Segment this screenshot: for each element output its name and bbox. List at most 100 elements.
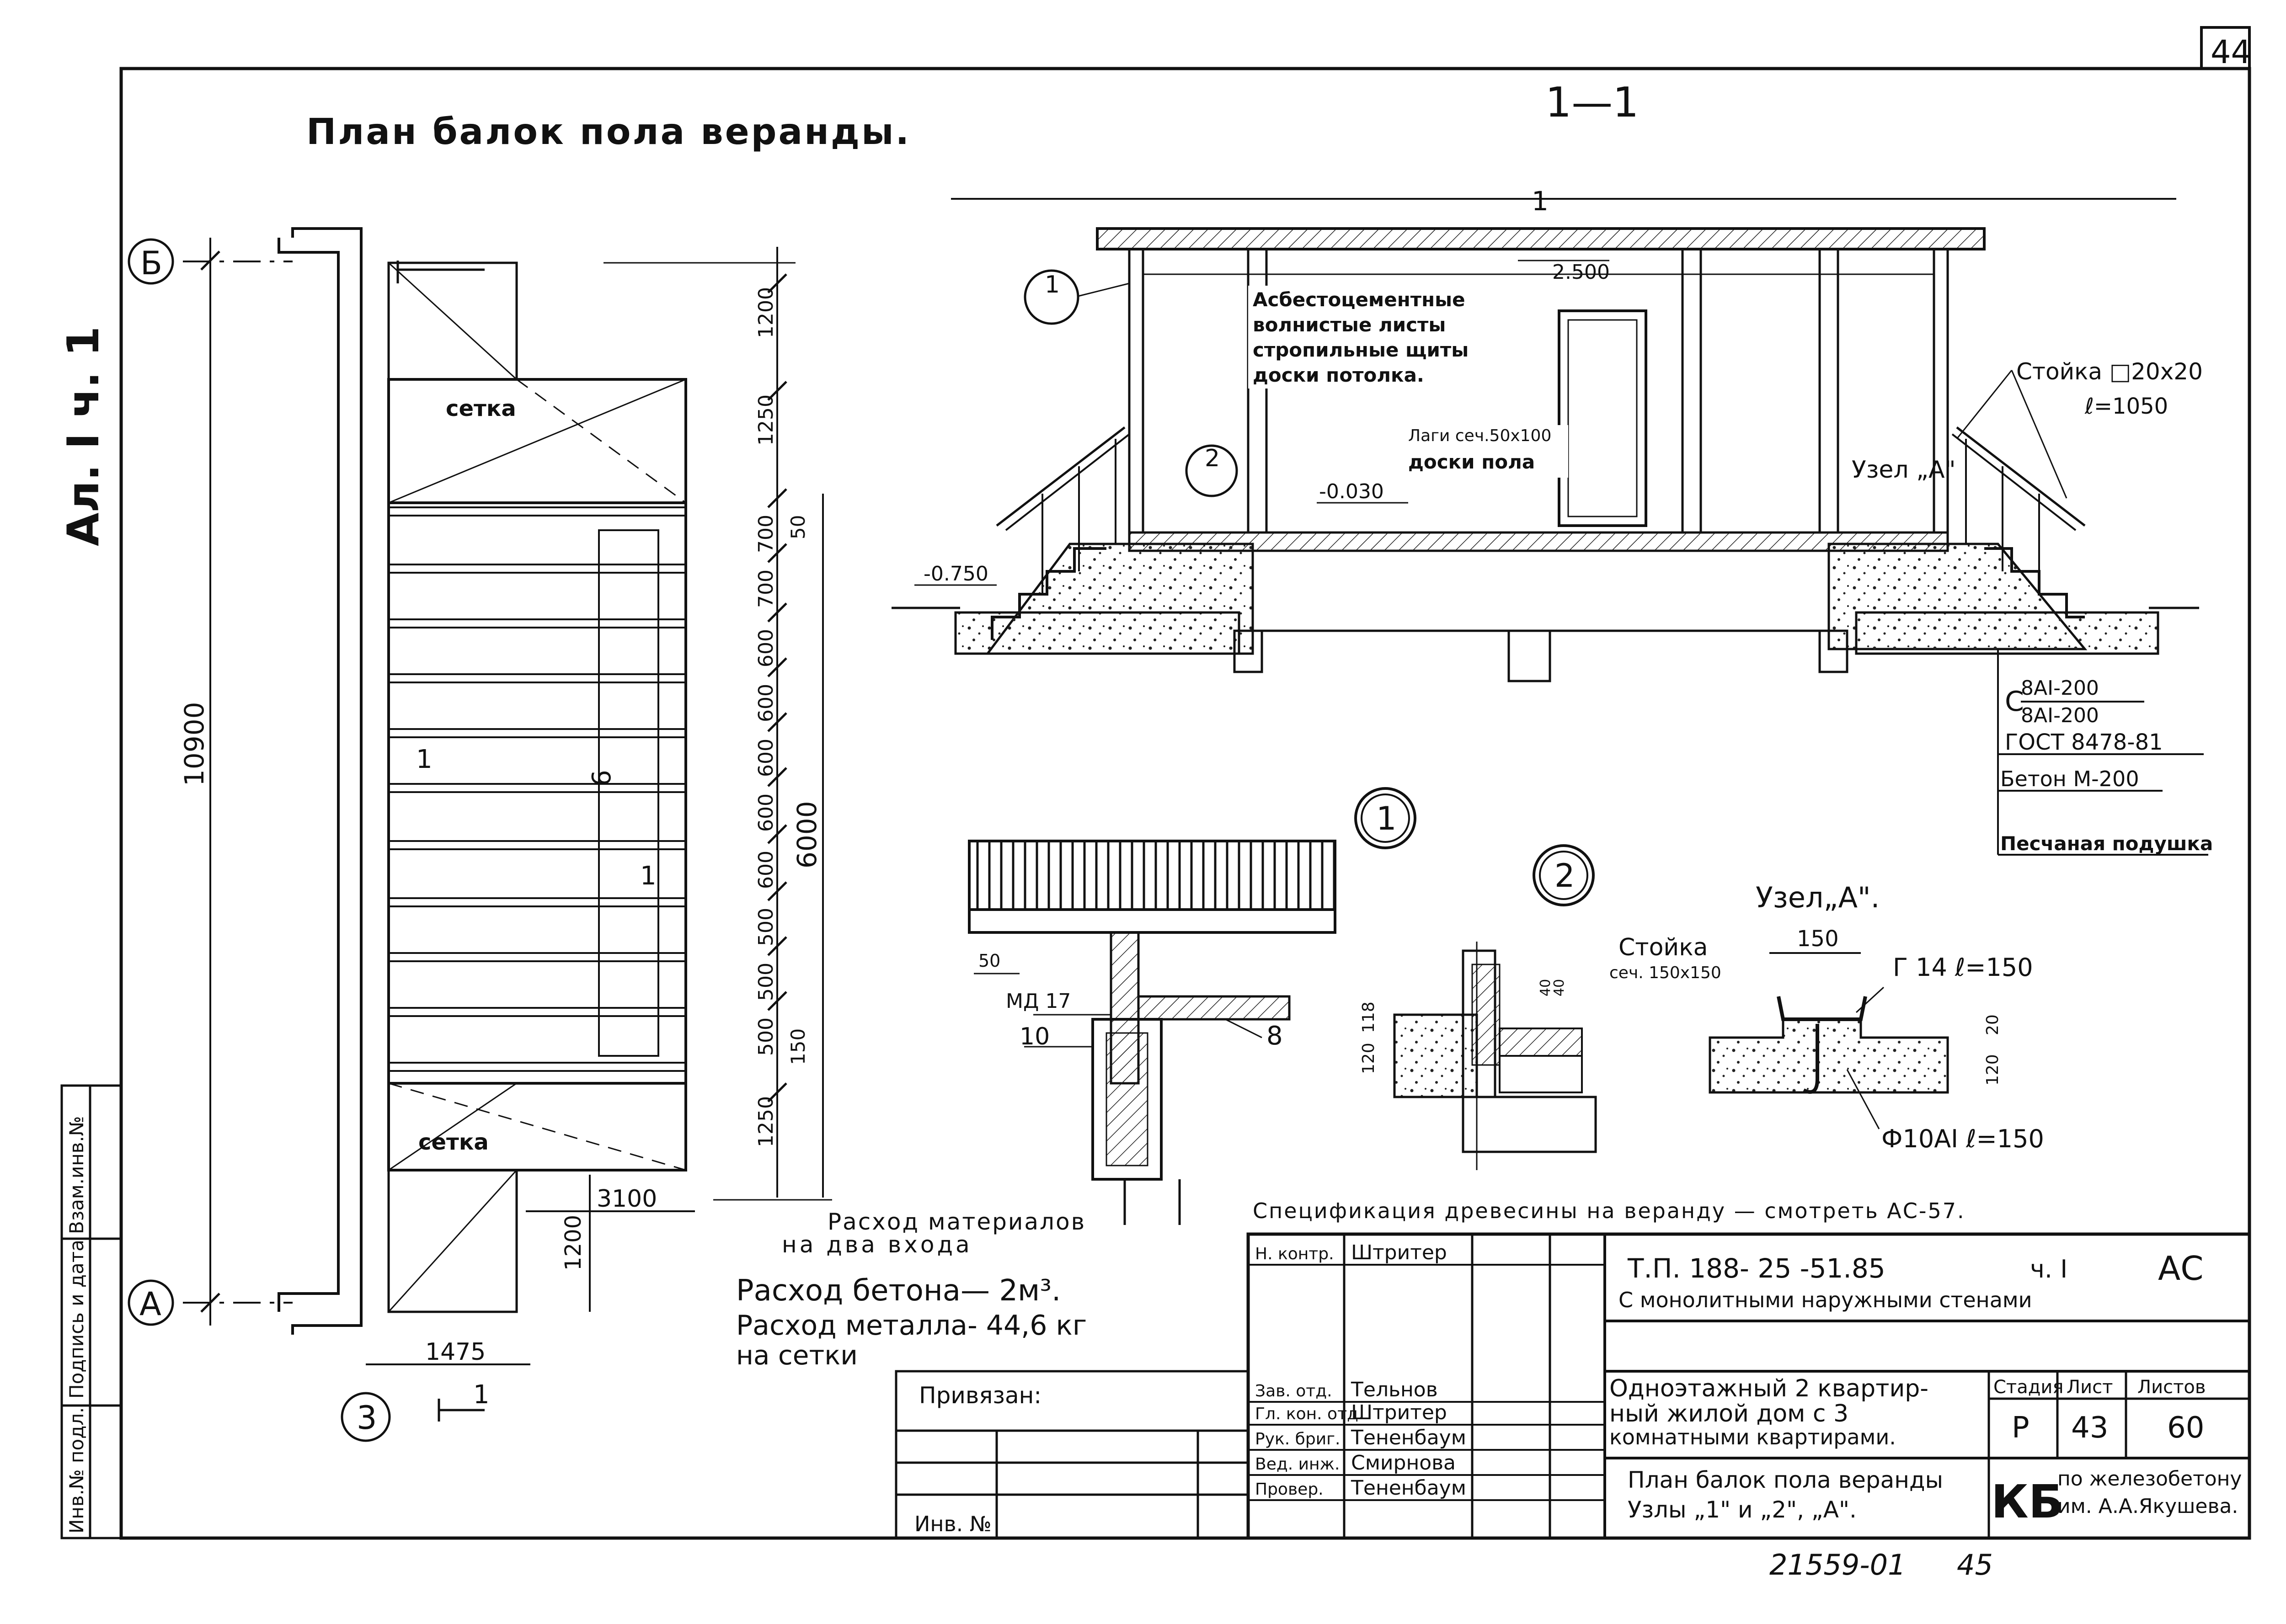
stamp-h-sheets: Листов bbox=[2137, 1377, 2206, 1398]
plan-label-setka-bottom: сетка bbox=[418, 1129, 489, 1155]
plan-beam-mark-1b: 1 bbox=[640, 861, 657, 891]
plan-beam bbox=[388, 1007, 687, 1017]
stamp-subtitle: С монолитными наружными стенами bbox=[1618, 1288, 2032, 1312]
node-a-angle: Г 14 ℓ=150 bbox=[1893, 953, 2033, 982]
plan-section-mark: 1 bbox=[473, 1380, 490, 1410]
plan-dim-tick bbox=[767, 543, 787, 563]
section-lagi: Лаги сеч.50х100 bbox=[1408, 426, 1551, 445]
axis-3-bubble bbox=[341, 1392, 391, 1442]
stamp-sheets: 60 bbox=[2167, 1411, 2204, 1445]
node-1-pos-10: 10 bbox=[1020, 1023, 1050, 1050]
plan-dim-label: 1200 bbox=[754, 287, 778, 338]
stamp-sheet: 43 bbox=[2071, 1411, 2108, 1445]
section-level-ground: -0.750 bbox=[924, 562, 988, 586]
plan-dim-label: 700 bbox=[754, 515, 778, 553]
stamp-org-2: им. А.А.Якушева. bbox=[2057, 1495, 2238, 1518]
materials-line-3: Расход бетона— 2м³. bbox=[736, 1274, 1061, 1308]
stamp-org-logo: КБ bbox=[1991, 1475, 2063, 1528]
stamp-privyazan: Привязан: bbox=[919, 1382, 1042, 1409]
axis-b-label: Б bbox=[140, 245, 162, 282]
section-setka-c: С bbox=[2005, 686, 2024, 718]
materials-line-1: Расход материалов bbox=[828, 1209, 1086, 1235]
plan-dim-tick bbox=[767, 273, 787, 293]
plan-title: План балок пола веранды. bbox=[306, 112, 911, 153]
section-level-floor: -0.030 bbox=[1319, 480, 1384, 503]
stamp-role: Н. контр. bbox=[1255, 1245, 1334, 1263]
stamp-org-1: по железобетону bbox=[2057, 1467, 2242, 1491]
plan-beam bbox=[388, 506, 687, 516]
sheet-number: 44 bbox=[2211, 33, 2251, 71]
stamp-sheet-title-1: План балок пола веранды bbox=[1628, 1467, 1943, 1493]
axis-a-bubble bbox=[128, 1279, 174, 1326]
plan-beam bbox=[388, 728, 687, 738]
node-2-bubble bbox=[1533, 844, 1595, 906]
plan-dim-label: 500 bbox=[754, 908, 778, 946]
stamp-code: Т.П. 188- 25 -51.85 bbox=[1627, 1253, 1885, 1284]
section-title: 1—1 bbox=[1545, 79, 1639, 127]
materials-line-4: Расход металла- 44,6 кг bbox=[736, 1310, 1087, 1342]
plan-dim-label: 700 bbox=[754, 570, 778, 608]
plan-dim-tick bbox=[767, 657, 787, 677]
spec-note: Спецификация древесины на веранду — смот… bbox=[1253, 1198, 1966, 1223]
plan-dim-tick bbox=[767, 881, 787, 901]
node-2-dim-120: 120 bbox=[1359, 1043, 1378, 1074]
node-1-label: 1 bbox=[1376, 800, 1397, 837]
plan-dim-150: 150 bbox=[787, 1028, 809, 1065]
section-layer-legend: Асбестоцементные волнистые листы стропил… bbox=[1248, 286, 1481, 389]
plan-dim-label: 600 bbox=[754, 793, 778, 832]
section-setka-2: 8АI-200 bbox=[2021, 704, 2099, 727]
node-1-dim-50: 50 bbox=[978, 951, 1000, 971]
plan-dim-label: 600 bbox=[754, 629, 778, 667]
stamp-mark: АС bbox=[2158, 1249, 2204, 1288]
node-2-stoyka: Стойка bbox=[1618, 934, 1708, 961]
plan-beam bbox=[388, 840, 687, 850]
section-node-2-label: 2 bbox=[1205, 445, 1220, 472]
node-2-dim-40a: 40 bbox=[1538, 979, 1554, 996]
section-drawing bbox=[892, 198, 2208, 856]
strip-field-vzam: Взам.инв.№ bbox=[65, 1116, 88, 1234]
section-node-2-bubble bbox=[1185, 444, 1238, 497]
stamp-h-stage: Стадия bbox=[1993, 1377, 2063, 1398]
section-uzel-a: Узел „А" bbox=[1852, 456, 1956, 484]
stamp-role: Гл. кон. отд. bbox=[1255, 1405, 1363, 1423]
plan-drawing bbox=[183, 227, 832, 1422]
stamp-sheet-title-2: Узлы „1" и „2", „А". bbox=[1628, 1496, 1857, 1523]
plan-dim-50: 50 bbox=[787, 515, 809, 539]
strip-field-signature: Подпись и дата bbox=[65, 1240, 88, 1399]
stamp-part: ч. I bbox=[2030, 1255, 2067, 1283]
axis-b-bubble bbox=[128, 238, 174, 285]
stamp-role: Вед. инж. bbox=[1255, 1455, 1340, 1474]
plan-beam-mark-1: 1 bbox=[416, 745, 433, 774]
section-gost: ГОСТ 8478-81 bbox=[2005, 729, 2163, 755]
stamp-name: Тененбаум bbox=[1351, 1426, 1466, 1449]
node-1-bubble-inner bbox=[1361, 793, 1410, 843]
node-1-pos-8: 8 bbox=[1266, 1021, 1283, 1051]
plan-dim-tick bbox=[767, 767, 787, 787]
stamp-object-2: ный жилой дом с 3 bbox=[1609, 1400, 1848, 1427]
plan-beam bbox=[388, 564, 687, 574]
node-2-bubble-inner bbox=[1539, 851, 1588, 900]
node-a-drawing bbox=[1709, 952, 1949, 1129]
stamp-name: Штритер bbox=[1351, 1241, 1447, 1264]
plan-dimension-chain: 1200125070070060060060060060050050050012… bbox=[754, 273, 787, 1147]
plan-beam bbox=[388, 618, 687, 628]
node-1-bubble bbox=[1354, 787, 1416, 849]
section-setka-1: 8АI-200 bbox=[2021, 676, 2099, 700]
node-a-dim-150: 150 bbox=[1797, 926, 1839, 952]
plan-dim-tick bbox=[767, 991, 787, 1011]
plan-dim-label: 500 bbox=[754, 963, 778, 1001]
layer-3: стропильные щиты bbox=[1253, 339, 1469, 361]
stamp-inv: Инв. № bbox=[914, 1512, 992, 1536]
plan-dim-tick bbox=[767, 602, 787, 623]
node-a-dim-120: 120 bbox=[1983, 1054, 2002, 1086]
plan-beam-mark-6: 6 bbox=[587, 770, 617, 786]
plan-dim-6000: 6000 bbox=[791, 801, 823, 868]
node-a-dim-20: 20 bbox=[1983, 1014, 2002, 1035]
plan-dim-1475: 1475 bbox=[425, 1338, 486, 1366]
stamp-stage: Р bbox=[2012, 1411, 2030, 1445]
stamp-name: Тененбаум bbox=[1351, 1476, 1466, 1500]
album-label: Ал. I ч. 1 bbox=[59, 326, 109, 546]
plan-label-setka-top: сетка bbox=[446, 396, 516, 421]
